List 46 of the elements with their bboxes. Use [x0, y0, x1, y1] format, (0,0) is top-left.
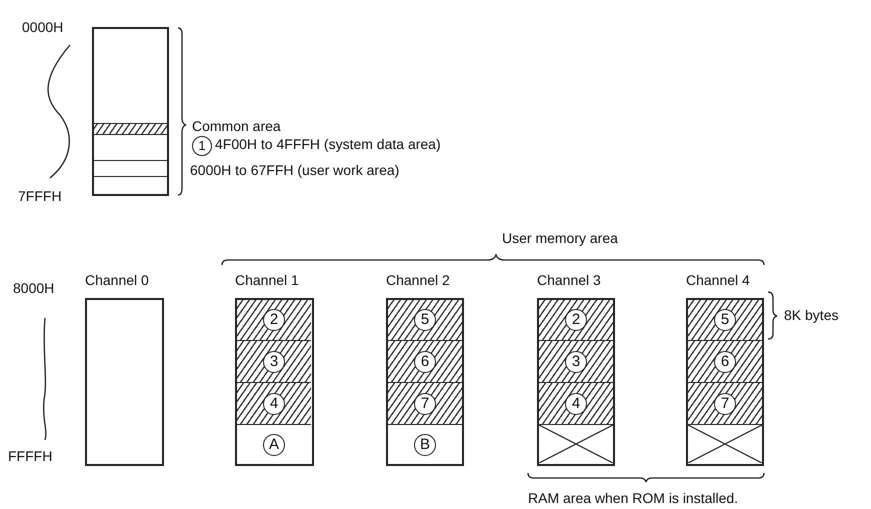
channel-heading: Channel 3	[537, 272, 601, 288]
hatched-memory-block	[539, 300, 613, 340]
callout-number: B	[414, 434, 436, 456]
hatched-memory-block	[388, 340, 462, 382]
callout-number: 6	[714, 350, 736, 372]
hatched-memory-block	[237, 300, 311, 340]
group-label: User memory area	[502, 230, 618, 246]
callout-number: 5	[414, 309, 436, 331]
channel-heading: Channel 0	[85, 272, 149, 288]
callout-number: 2	[263, 309, 285, 331]
area-range-text: 6000H to 67FFH (user work area)	[190, 162, 400, 178]
hatched-memory-block	[688, 300, 762, 340]
hatched-memory-block	[388, 382, 462, 424]
crossed-memory-block	[688, 424, 762, 464]
address-label: 8000H	[13, 280, 54, 296]
callout-number: 7	[414, 392, 436, 414]
hatched-memory-block	[539, 340, 613, 382]
callout-number: 7	[714, 392, 736, 414]
crossed-memory-block	[539, 424, 613, 464]
address-label: FFFFH	[8, 448, 52, 464]
note-text: RAM area when ROM is installed.	[528, 490, 738, 506]
channel-heading: Channel 2	[386, 272, 450, 288]
callout-number: 6	[414, 350, 436, 372]
area-label: Common area	[192, 118, 281, 134]
area-range-text: 4F00H to 4FFFH (system data area)	[215, 136, 441, 152]
hatched-band	[94, 123, 167, 135]
callout-number: A	[263, 434, 285, 456]
hatched-memory-block	[539, 382, 613, 424]
hatched-memory-block	[688, 340, 762, 382]
hatched-memory-block	[237, 340, 311, 382]
hatched-memory-block	[688, 382, 762, 424]
callout-number: 3	[263, 350, 285, 372]
callout-number: 5	[714, 309, 736, 331]
channel-heading: Channel 1	[235, 272, 299, 288]
callout-number: 3	[565, 350, 587, 372]
hatched-memory-block	[237, 382, 311, 424]
callout-number: 4	[565, 392, 587, 414]
address-label: 7FFFH	[18, 188, 62, 204]
callout-number: 2	[565, 309, 587, 331]
channel-heading: Channel 4	[686, 272, 750, 288]
size-label: 8K bytes	[784, 307, 838, 323]
hatched-memory-block	[388, 300, 462, 340]
callout-number: 4	[263, 392, 285, 414]
memory-column	[92, 27, 169, 196]
callout-number: 1	[192, 136, 212, 156]
address-label: 0000H	[22, 19, 64, 35]
